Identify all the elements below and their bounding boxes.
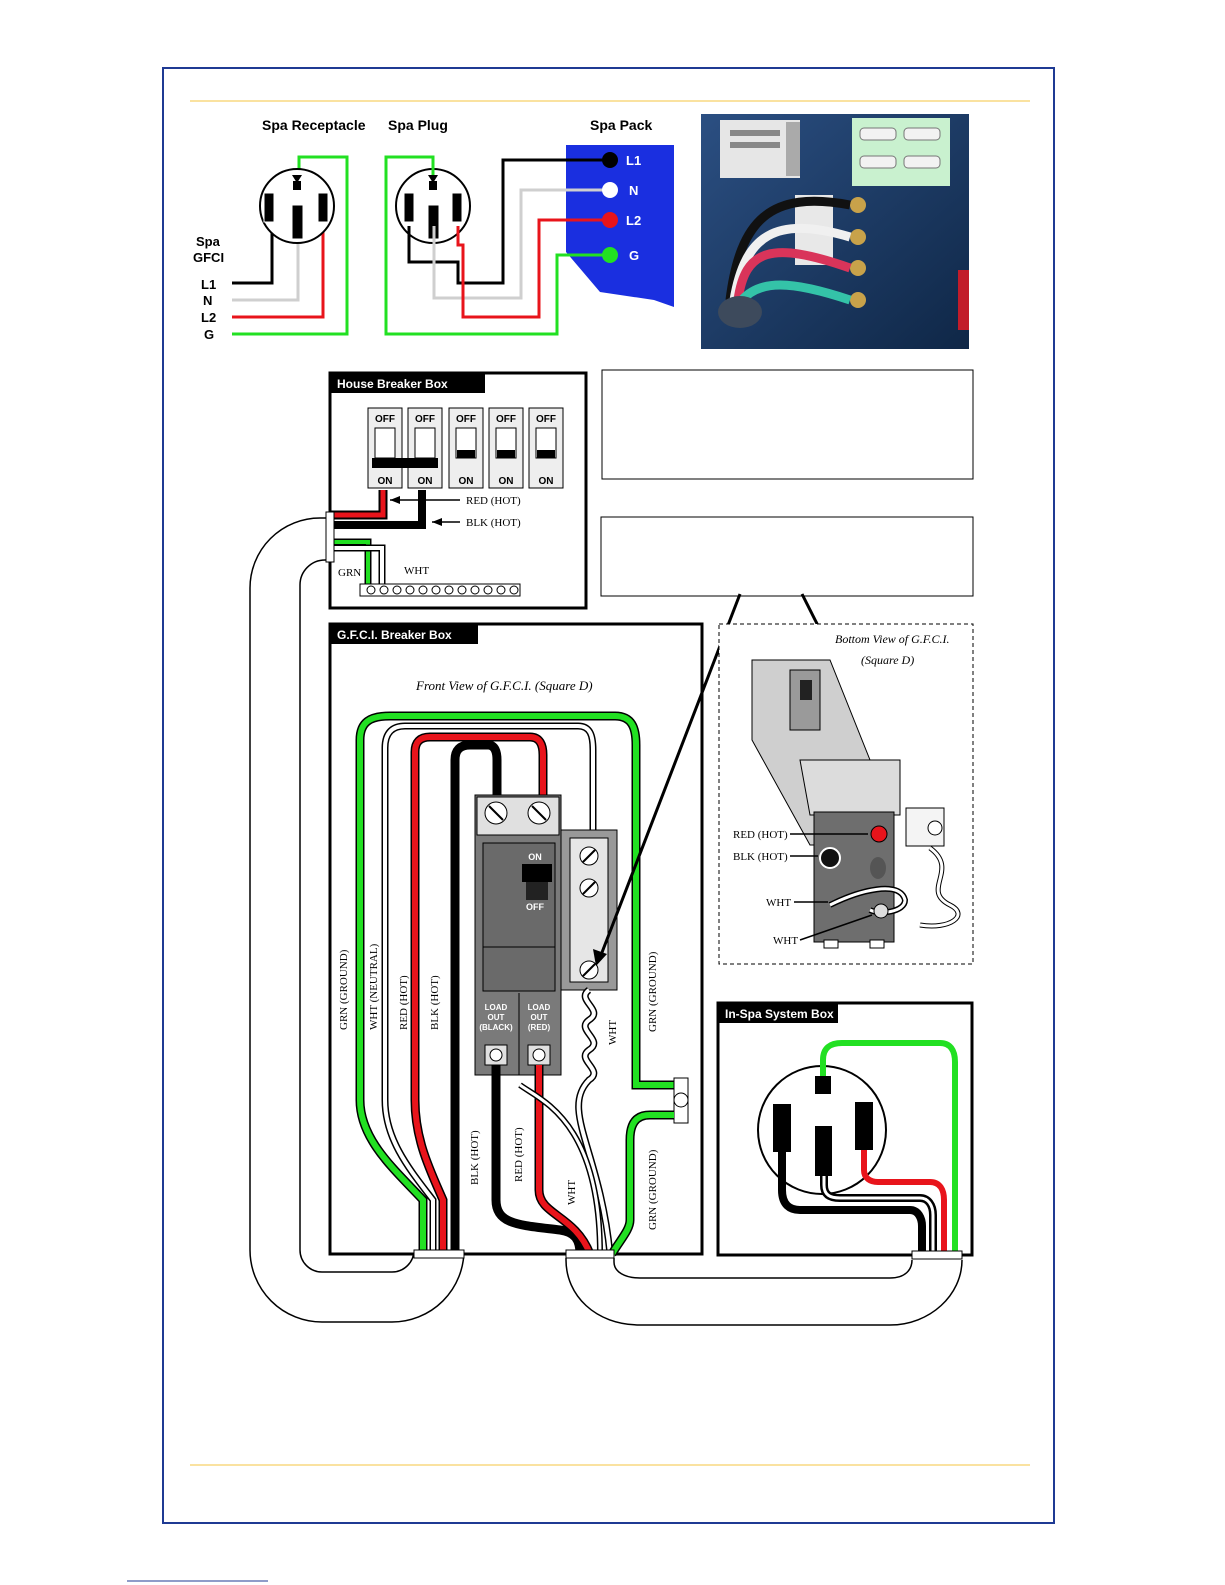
label-wht-pigtail: WHT [607,1020,619,1045]
spa-pack-label: Spa Pack [590,117,652,133]
gfci-load-black-wire [491,1065,585,1255]
label-wht-neutral: WHT (NEUTRAL) [368,943,380,1030]
spa-receptacle-label: Spa Receptacle [262,117,366,133]
front-view-label: Front View of G.F.C.I. (Square D) [415,678,593,693]
bottom-view-blk-hot: BLK (HOT) [733,851,788,863]
breaker-2: OFF ON [407,407,443,489]
label-grn-ground-left: GRN (GROUND) [338,949,350,1030]
neutral-bus-bar [359,583,521,597]
svg-text:OFF: OFF [456,414,476,425]
bottom-view-wht-2: WHT [773,935,798,947]
svg-text:ON: ON [539,476,554,487]
house-red-label: RED (HOT) [466,495,521,507]
gfci-terminal-l1: L1 [201,277,216,292]
svg-text:ON: ON [418,476,433,487]
breaker-3: OFF ON [448,407,484,489]
gfci-black-hot-wire [450,740,502,1254]
label-red-hot: RED (HOT) [398,975,410,1030]
pack-terminal-n: N [629,183,638,198]
pointer-arrow-1 [599,593,742,956]
breaker-5: OFF ON [528,407,564,489]
wire-l2-gfci [232,226,325,319]
breaker-4: OFF ON [488,407,524,489]
pack-terminal-l2-dot [602,212,618,228]
label-blk-hot-bottom: BLK (HOT) [469,1130,481,1185]
label-grn-ground-right: GRN (GROUND) [647,951,659,1032]
spa-pack-block [566,145,674,307]
bottom-view-wht-1: WHT [766,897,791,909]
gfci-switch-off: OFF [526,902,544,912]
load-out-black-2: OUT [488,1013,505,1022]
gfci-terminal-n: N [203,293,212,308]
breaker-1: OFF ON [367,407,403,489]
gfci-switch-on: ON [528,852,542,862]
pack-terminal-n-dot [602,182,618,198]
pack-terminal-l1: L1 [626,153,641,168]
gfci-breaker-box-title: G.F.C.I. Breaker Box [337,628,452,642]
inspa-box-title: In-Spa System Box [725,1007,834,1021]
gfci-breaker-box: G.F.C.I. Breaker Box Front View of G.F.C… [328,622,704,1259]
inspa-system-box: In-Spa System Box [716,1001,974,1260]
load-out-red-1: LOAD [528,1003,551,1012]
load-out-red-3: (RED) [528,1023,551,1032]
inspa-black-wire [778,1152,926,1255]
gfci-label-gfci: GFCI [193,250,224,265]
house-breaker-box: House Breaker Box OFF ON OFF ON OFF ON O… [328,371,588,610]
wire-n-pack [432,188,607,300]
wire-l1-pack [407,158,607,285]
house-grn-label: GRN [338,567,361,579]
spa-plug-icon [395,168,471,244]
bottom-view-red-hot: RED (HOT) [733,829,788,841]
svg-text:OFF: OFF [536,414,556,425]
house-wht-label: WHT [404,565,429,577]
label-red-hot-bottom: RED (HOT) [513,1127,525,1182]
note-box-1 [601,369,974,480]
top-wiring-diagram: Spa Receptacle Spa Plug Spa Pack Spa GFC… [193,117,674,342]
spa-pack-photo [701,114,969,349]
inspa-green-wire [820,1040,958,1255]
inspa-red-wire [861,1150,947,1255]
wire-n-gfci [232,226,300,302]
pack-terminal-l2: L2 [626,213,641,228]
load-out-black-3: (BLACK) [479,1023,513,1032]
label-grn-ground-bottom: GRN (GROUND) [647,1149,659,1230]
svg-text:OFF: OFF [375,414,395,425]
bottom-view-title-2: (Square D) [861,653,914,667]
page-frame [162,67,1055,1524]
pack-terminal-g-dot [602,247,618,263]
wire-l2-pack [456,218,607,319]
svg-text:ON: ON [378,476,393,487]
wire-g-gfci [232,155,349,336]
gfci-terminal-g: G [204,327,214,342]
gfci-terminal-l2: L2 [201,310,216,325]
bottom-view-title-1: Bottom View of G.F.C.I. [835,632,950,646]
load-out-black-1: LOAD [485,1003,508,1012]
house-black-wire [330,490,426,529]
svg-text:OFF: OFF [415,414,435,425]
conduit-gfci-to-inspa [565,1258,963,1326]
breaker-tie-bar [372,458,438,468]
note-box-2 [600,516,974,597]
label-wht-bottom: WHT [566,1180,578,1205]
spa-plug-label: Spa Plug [388,117,448,133]
house-breaker-box-title: House Breaker Box [337,377,448,391]
load-out-red-2: OUT [531,1013,548,1022]
svg-text:ON: ON [499,476,514,487]
gfci-ground-bar [673,1077,689,1124]
conduit-house-to-gfci [249,517,465,1323]
pack-terminal-l1-dot [602,152,618,168]
pack-terminal-g: G [629,248,639,263]
wire-g-pack [384,155,607,336]
wire-l1-gfci [232,226,274,285]
spa-receptacle-icon [259,168,335,244]
label-blk-hot: BLK (HOT) [429,975,441,1030]
gfci-bottom-view: Bottom View of G.F.C.I. (Square D) RED (… [718,623,974,965]
svg-text:ON: ON [459,476,474,487]
svg-text:OFF: OFF [496,414,516,425]
gfci-label-spa: Spa [196,234,221,249]
house-blk-label: BLK (HOT) [466,517,521,529]
